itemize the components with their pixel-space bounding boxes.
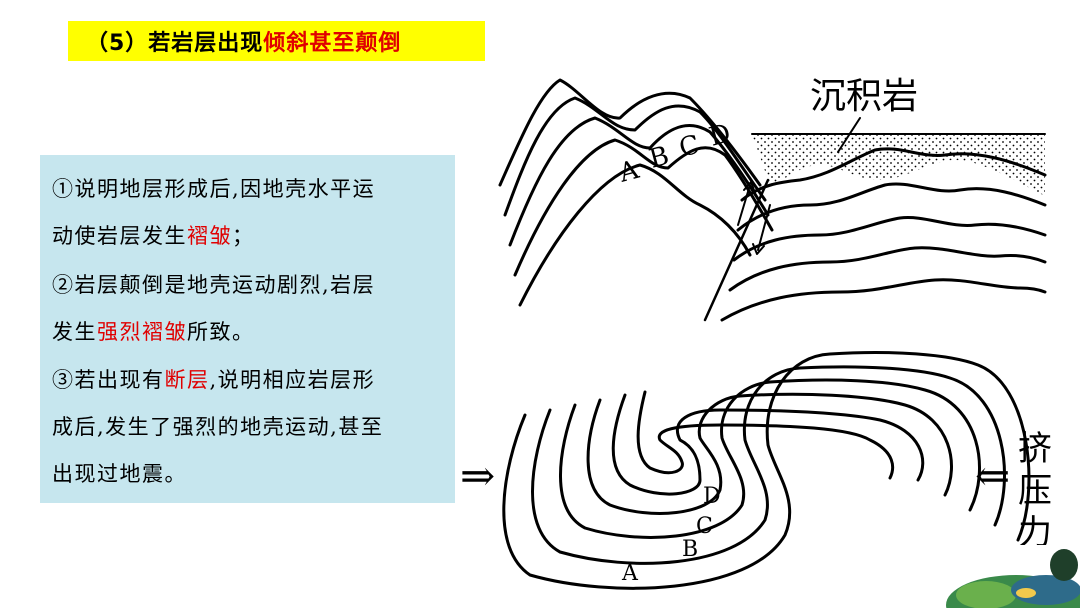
keyword-fault: 断层 bbox=[164, 368, 210, 392]
bottom-fold-diagram bbox=[502, 350, 1031, 590]
explanation-line-6: 成后,发生了强烈的地壳运动,甚至 bbox=[52, 415, 384, 439]
top-fold-diagram bbox=[498, 78, 1047, 322]
fault-arrow-up bbox=[737, 184, 751, 226]
right-pressure-arrow: ⇐ bbox=[975, 451, 1010, 500]
fold-layer bbox=[503, 96, 767, 217]
fold-layer bbox=[736, 182, 1047, 232]
sediment-label: 沉积岩 bbox=[810, 76, 918, 117]
fault-line bbox=[703, 178, 770, 322]
page-title: （5）若岩层出现倾斜甚至颠倒 bbox=[86, 25, 401, 57]
title-prefix: （5）若岩层出现 bbox=[86, 31, 264, 56]
explanation-line-5: ③若出现有断层,说明相应岩层形 bbox=[52, 368, 376, 392]
title-highlight: 倾斜甚至颠倒 bbox=[263, 31, 402, 56]
explanation-line-1: ①说明地层形成后,因地壳水平运 bbox=[52, 177, 376, 201]
bottom-label-c: C bbox=[696, 514, 713, 539]
decorative-corner-image bbox=[946, 545, 1080, 608]
bottom-label-d: D bbox=[703, 484, 721, 509]
pressure-label-1: 挤 bbox=[1018, 429, 1052, 469]
fold-layer bbox=[513, 138, 774, 277]
left-pressure-arrow: ⇒ bbox=[460, 451, 495, 500]
fault-arrow-up-head bbox=[743, 181, 756, 194]
overturned-layer-d bbox=[611, 393, 925, 496]
explanation-box: ①说明地层形成后,因地壳水平运 动使岩层发生褶皱； ②岩层颠倒是地壳运动剧烈,岩… bbox=[40, 155, 455, 503]
bottom-label-a: A bbox=[621, 561, 639, 586]
fold-layer bbox=[732, 216, 1047, 262]
top-label-a: A bbox=[615, 155, 643, 189]
fault-arrow-down-head bbox=[752, 243, 765, 255]
fault-arrow-down bbox=[757, 204, 771, 251]
fold-layer bbox=[728, 246, 1047, 292]
keyword-fold: 褶皱 bbox=[187, 224, 232, 248]
explanation-line-4: 发生强烈褶皱所致。 bbox=[52, 320, 255, 344]
fold-layer bbox=[740, 147, 1047, 202]
fold-layer bbox=[518, 163, 752, 307]
bottom-label-b: B bbox=[682, 537, 698, 562]
overturned-layer-c bbox=[586, 392, 953, 515]
landscape-icon bbox=[946, 545, 1080, 608]
overturned-layer-outer bbox=[502, 350, 1031, 590]
explanation-line-3: ②岩层颠倒是地壳运动剧烈,岩层 bbox=[52, 273, 376, 297]
sediment-region bbox=[752, 134, 1045, 196]
sediment-pointer bbox=[837, 117, 861, 153]
explanation-line-2: 动使岩层发生褶皱； bbox=[52, 224, 255, 248]
overturned-core bbox=[636, 390, 894, 480]
pressure-label-2: 压 bbox=[1018, 471, 1052, 511]
overturned-layer-b bbox=[559, 378, 982, 539]
fold-layer bbox=[720, 278, 1047, 322]
fold-layer bbox=[508, 116, 770, 247]
keyword-strong-fold: 强烈褶皱 bbox=[97, 320, 187, 344]
explanation-line-7: 出现过地震。 bbox=[52, 462, 187, 486]
fold-layer bbox=[498, 78, 762, 187]
overturned-layer-a bbox=[531, 365, 1006, 565]
title-banner: （5）若岩层出现倾斜甚至颠倒 bbox=[68, 21, 485, 61]
